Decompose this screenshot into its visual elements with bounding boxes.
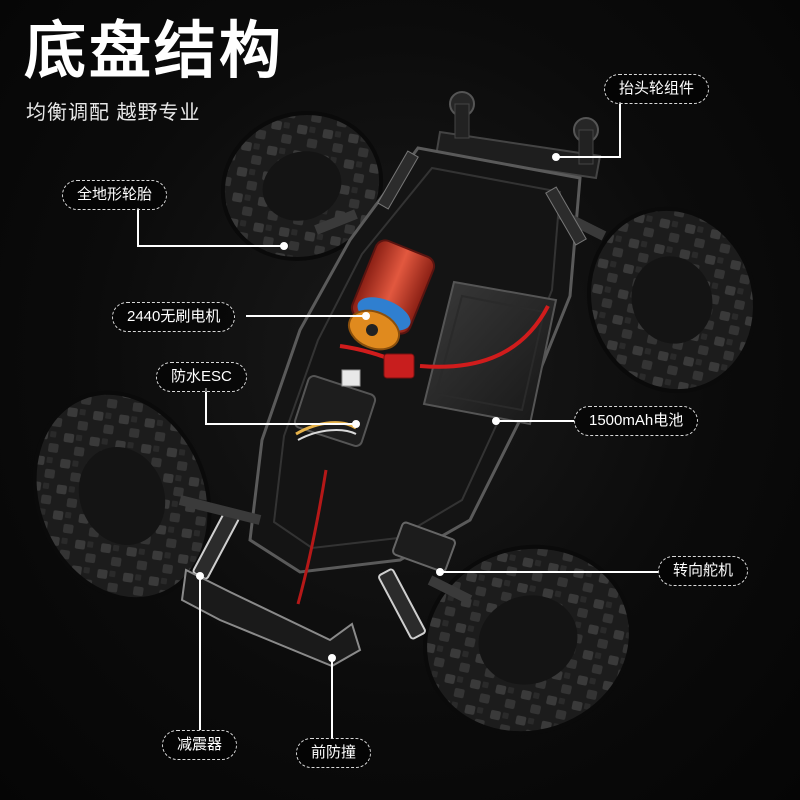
tire-rear-right <box>586 206 758 394</box>
front-bumper-shape <box>180 568 362 668</box>
callout-motor: 2440无刷电机 <box>112 302 236 332</box>
tire-front-left <box>32 390 212 602</box>
lift-arm-assembly <box>434 91 602 180</box>
front-shocks <box>178 495 473 640</box>
tire-front-right <box>423 544 633 736</box>
connector <box>383 353 415 379</box>
callout-servo: 转向舵机 <box>658 556 749 586</box>
leader-lines <box>137 102 658 738</box>
page-title: 底盘结构 <box>24 17 285 86</box>
callout-bumper: 前防撞 <box>296 738 372 768</box>
callout-lift-arm: 抬头轮组件 <box>604 74 710 104</box>
steering-servo <box>392 521 456 573</box>
callout-shock: 减震器 <box>162 730 238 760</box>
battery-pack <box>422 280 558 426</box>
page-subtitle: 均衡调配 越野专业 <box>26 102 201 124</box>
callout-esc: 防水ESC <box>156 362 247 392</box>
callout-battery: 1500mAh电池 <box>574 406 699 436</box>
esc-unit <box>293 369 377 447</box>
rear-suspension <box>314 150 607 246</box>
brushless-motor <box>347 239 436 351</box>
callout-tires: 全地形轮胎 <box>62 180 168 210</box>
